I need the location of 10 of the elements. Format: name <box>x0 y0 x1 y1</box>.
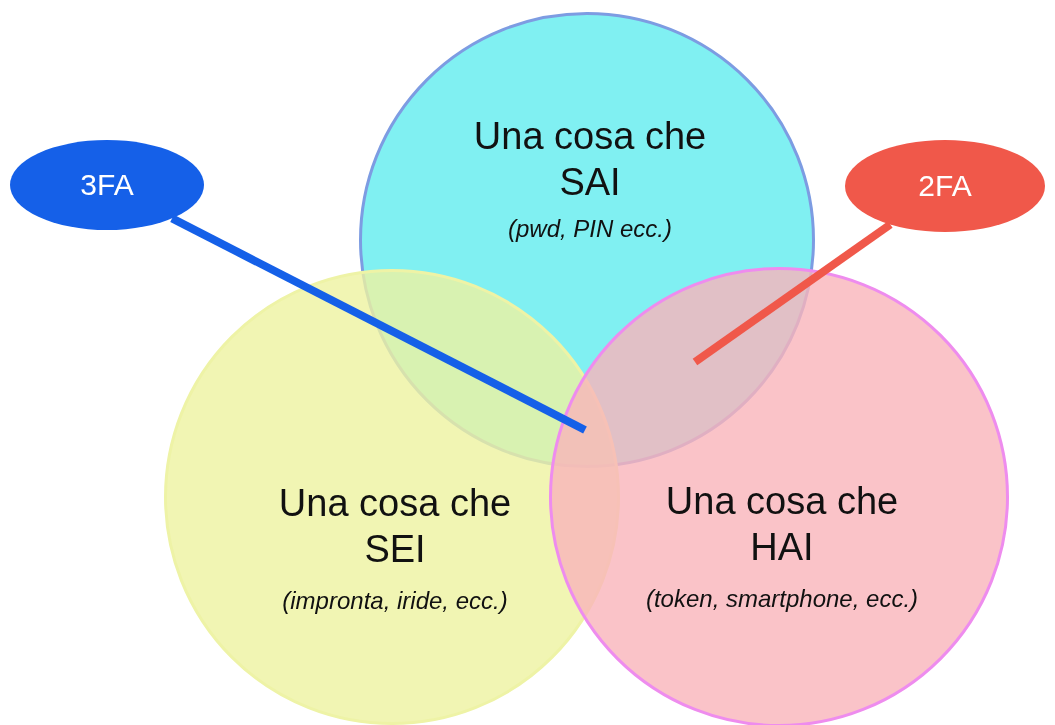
circle-heading: Una cosa che SEI <box>277 481 513 572</box>
callout-bubble: 3FA <box>10 140 204 230</box>
example-note: (pwd, PIN ecc.) <box>506 215 673 243</box>
example-note: (impronta, iride, ecc.) <box>281 587 509 615</box>
callout-bubble: 2FA <box>845 140 1045 232</box>
leader-line <box>692 221 893 366</box>
circle-heading: Una cosa che HAI <box>664 479 900 570</box>
leader-line <box>170 214 587 434</box>
example-note: (token, smartphone, ecc.) <box>644 585 920 613</box>
circle-heading: Una cosa che SAI <box>472 114 708 205</box>
